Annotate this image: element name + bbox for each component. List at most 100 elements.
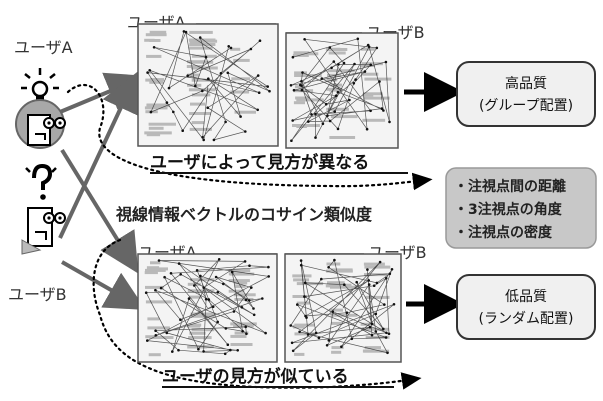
fixation-point bbox=[327, 339, 331, 342]
fixation-point bbox=[154, 334, 158, 337]
fixation-point bbox=[224, 120, 227, 124]
fixation-point bbox=[184, 30, 188, 34]
fixation-point bbox=[247, 299, 251, 302]
fixation-point bbox=[375, 281, 379, 285]
document-text-line bbox=[147, 317, 160, 321]
result-box-high-quality: 高品質 (グループ配置) bbox=[456, 61, 596, 127]
document-text-line bbox=[146, 266, 160, 270]
fixation-point bbox=[367, 45, 371, 49]
fixation-point bbox=[193, 284, 196, 287]
fixation-point bbox=[252, 307, 255, 310]
fixation-point bbox=[212, 138, 216, 142]
fixation-point bbox=[154, 329, 157, 333]
document-text-line bbox=[330, 283, 352, 287]
fixation-point bbox=[378, 80, 381, 83]
low-quality-subtitle: (ランダム配置) bbox=[479, 311, 574, 327]
fixation-point bbox=[157, 259, 161, 262]
fixation-point bbox=[154, 288, 157, 292]
fixation-point bbox=[226, 343, 230, 347]
fixation-point bbox=[345, 311, 349, 315]
feature-box: ・注視点間の距離 ・3注視点の角度 ・注視点の密度 bbox=[445, 167, 597, 249]
fixation-point bbox=[266, 85, 270, 88]
fixation-point bbox=[202, 138, 205, 142]
fixation-point bbox=[301, 71, 304, 74]
document-text-line bbox=[146, 133, 161, 137]
fixation-point bbox=[256, 74, 260, 77]
fixation-point bbox=[217, 258, 221, 261]
document-text-line bbox=[144, 131, 172, 135]
document-text-line bbox=[326, 107, 349, 111]
fixation-point bbox=[296, 303, 299, 306]
document-text-line bbox=[293, 51, 310, 55]
document-text-line bbox=[363, 262, 385, 266]
fixation-point bbox=[291, 55, 295, 59]
fixation-point bbox=[186, 74, 189, 77]
document-text-line bbox=[189, 39, 218, 43]
fixation-point bbox=[232, 310, 236, 313]
fixation-point bbox=[163, 275, 166, 279]
fixation-point bbox=[372, 284, 376, 288]
document-text-line bbox=[330, 115, 358, 119]
fixation-point bbox=[367, 279, 371, 282]
fixation-point bbox=[197, 347, 200, 351]
fixation-point bbox=[356, 37, 360, 41]
fixation-point bbox=[369, 109, 372, 113]
fixation-point bbox=[310, 113, 313, 116]
fixation-point bbox=[202, 350, 205, 353]
fixation-point bbox=[303, 295, 306, 298]
document-text-line bbox=[146, 104, 170, 108]
fixation-point bbox=[177, 348, 180, 352]
fixation-point bbox=[148, 69, 151, 72]
fixation-point bbox=[292, 88, 296, 92]
fixation-point bbox=[374, 330, 378, 333]
document-text-line bbox=[230, 322, 257, 326]
fixation-point bbox=[314, 331, 318, 335]
fixation-point bbox=[236, 349, 239, 352]
fixation-point bbox=[385, 331, 388, 335]
fixation-point bbox=[328, 119, 332, 123]
fixation-point bbox=[165, 331, 169, 335]
fixation-point bbox=[268, 89, 271, 93]
fixation-point bbox=[378, 260, 382, 264]
fixation-point bbox=[328, 46, 332, 49]
fixation-point bbox=[256, 108, 260, 112]
fixation-point bbox=[216, 320, 219, 324]
fixation-point bbox=[199, 274, 202, 278]
fixation-point bbox=[250, 286, 253, 289]
result-box-low-quality: 低品質 (ランダム配置) bbox=[456, 274, 596, 340]
fixation-point bbox=[290, 341, 294, 345]
fixation-point bbox=[320, 277, 323, 281]
fixation-point bbox=[300, 80, 303, 83]
fixation-point bbox=[366, 268, 369, 271]
document-text-line bbox=[296, 301, 310, 305]
low-quality-title: 低品質 bbox=[505, 289, 547, 305]
caption-top: ユーザによって見方が異なる bbox=[150, 152, 369, 173]
fixation-point bbox=[144, 291, 148, 295]
fixation-point bbox=[204, 55, 208, 59]
fixation-point bbox=[195, 269, 199, 272]
document-text-line bbox=[230, 343, 253, 346]
document-text-line bbox=[145, 300, 173, 304]
document-text-line bbox=[187, 60, 206, 64]
fixation-point bbox=[291, 119, 295, 122]
document-text-line bbox=[144, 106, 168, 110]
document-text-line bbox=[234, 284, 246, 288]
fixation-point bbox=[306, 333, 310, 336]
fixation-point bbox=[299, 263, 303, 267]
fixation-point bbox=[214, 275, 218, 279]
fixation-point bbox=[227, 45, 230, 48]
fixation-point bbox=[267, 275, 271, 278]
fixation-point bbox=[303, 281, 307, 285]
fixation-point bbox=[267, 265, 270, 269]
fixation-point bbox=[352, 82, 356, 85]
fixation-point bbox=[207, 77, 210, 80]
fixation-point bbox=[387, 332, 391, 336]
fixation-point bbox=[181, 129, 184, 132]
document-text-line bbox=[329, 308, 343, 312]
document-text-line bbox=[228, 289, 245, 293]
document-text-line bbox=[292, 53, 309, 57]
fixation-point bbox=[219, 72, 223, 75]
document-text-line bbox=[292, 274, 312, 278]
fixation-point bbox=[222, 282, 225, 286]
document-text-line bbox=[327, 281, 345, 285]
